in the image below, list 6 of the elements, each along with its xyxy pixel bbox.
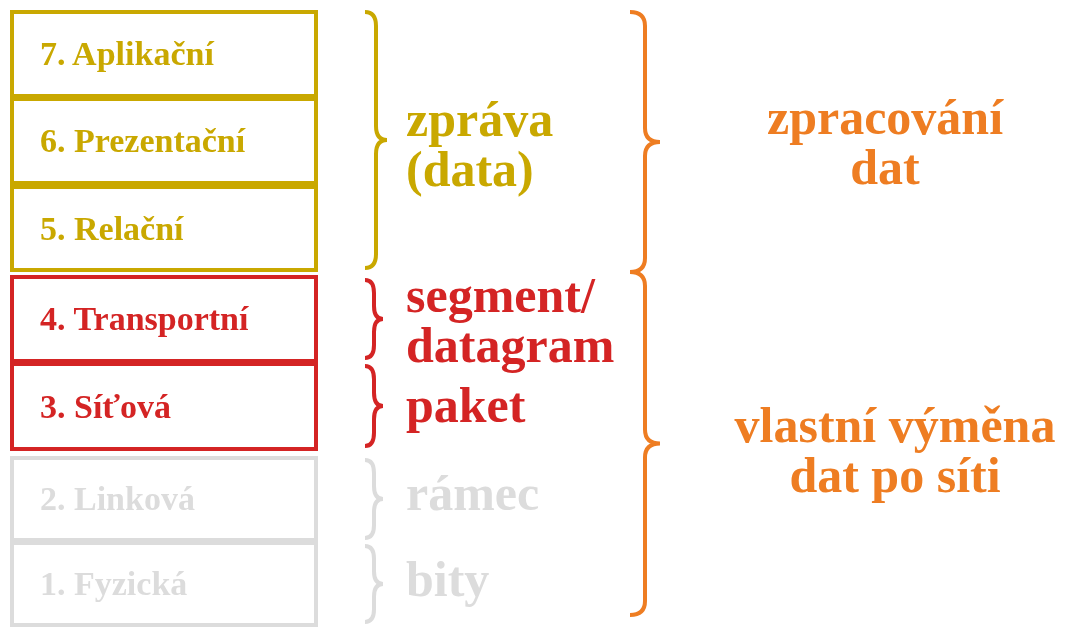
data-unit-label: zpracování dat (765, 92, 1005, 192)
layer-box: 4. Transportní (10, 275, 318, 363)
layer-box: 3. Síťová (10, 362, 318, 451)
layer-box: 5. Relační (10, 185, 318, 272)
layer-box: 7. Aplikační (10, 10, 318, 98)
layer-box: 6. Prezentační (10, 97, 318, 185)
